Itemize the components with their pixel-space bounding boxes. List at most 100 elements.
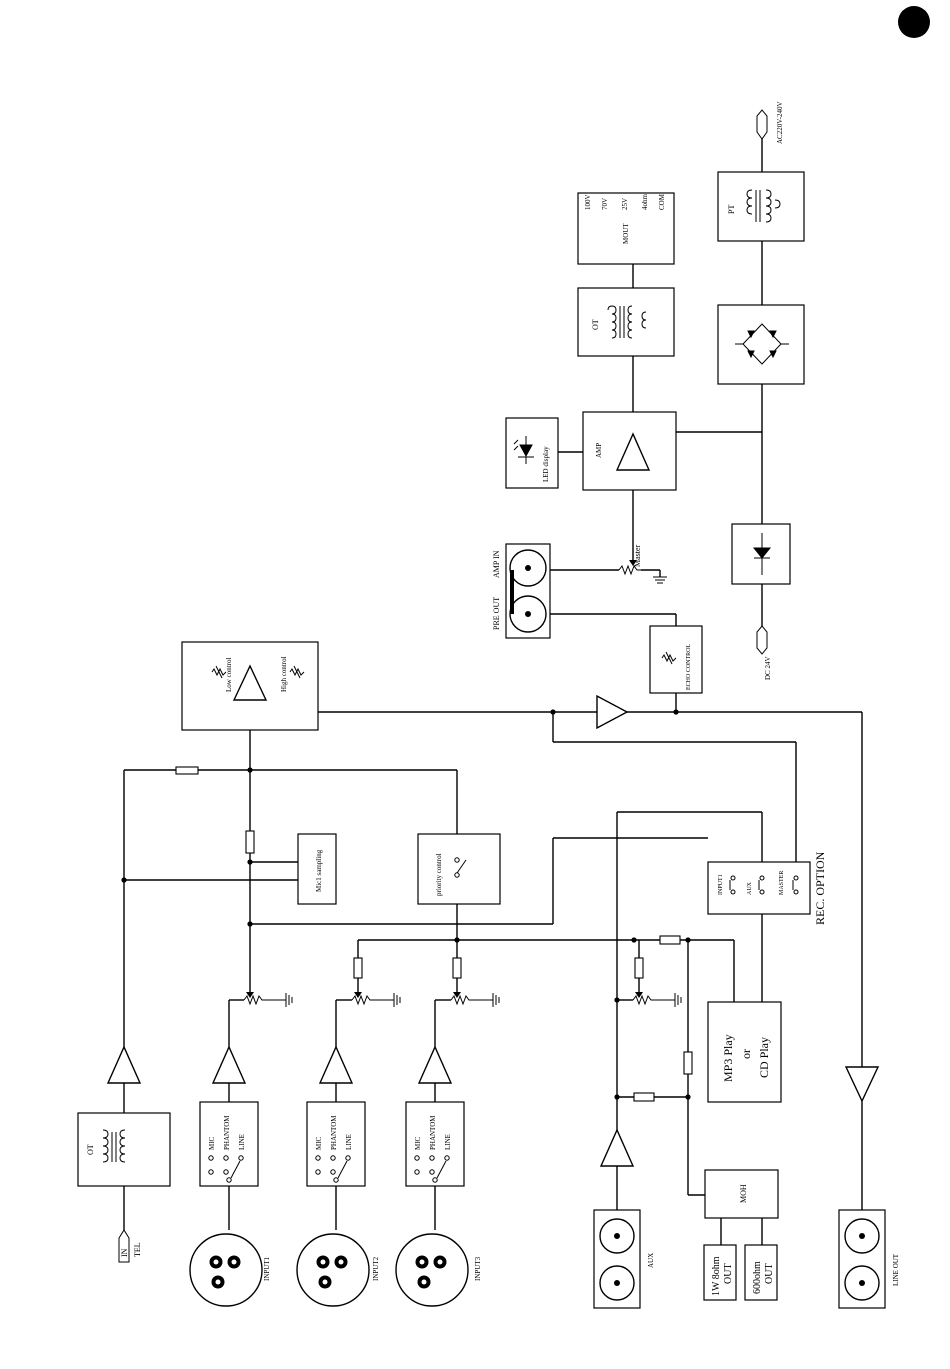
ot-label: OT xyxy=(591,319,600,330)
tap-com: COM xyxy=(658,193,666,210)
aux-label: AUX xyxy=(647,1253,655,1268)
resistor-aux xyxy=(634,957,644,979)
dc-diode-block xyxy=(731,523,791,585)
input1-phantom: PHANTOM xyxy=(223,1115,231,1150)
out-8ohm-line1: 1W 8ohm xyxy=(711,1256,722,1296)
amp-label: AMP xyxy=(595,443,603,458)
input2-mic: MIC xyxy=(315,1136,323,1150)
rec-aux-label: AUX xyxy=(747,881,753,895)
tel-ot-label: OT xyxy=(86,1144,95,1155)
line-out-label: LINE OUT xyxy=(892,1253,900,1286)
amp-in-label: AMP IN xyxy=(492,550,501,578)
tel-transformer-block: OT xyxy=(77,1112,171,1187)
xlr-input3: INPUT3 xyxy=(395,1233,482,1307)
rec-option-block: INPUT1 AUX MASTER REC. OPTION xyxy=(707,851,827,925)
xlr-input2: INPUT2 xyxy=(296,1233,380,1307)
input1-selector: MIC PHANTOM LINE xyxy=(199,1101,259,1187)
input3-label: INPUT3 xyxy=(474,1256,482,1281)
input3-line: LINE xyxy=(444,1134,452,1150)
input1-line: LINE xyxy=(238,1134,246,1150)
resistors xyxy=(175,766,693,1102)
input3-phantom: PHANTOM xyxy=(429,1115,437,1150)
led-display-label: LED display xyxy=(542,446,550,482)
pre-out-amp-in-jacks: PRE OUT AMP IN xyxy=(492,543,551,639)
tone-control-block: Low control High control xyxy=(181,641,319,731)
pot-input2 xyxy=(351,992,401,1007)
master-label: Master xyxy=(633,544,642,567)
tap-25v: 25V xyxy=(621,198,629,210)
pot-input3 xyxy=(450,992,500,1007)
pre-out-label: PRE OUT xyxy=(492,597,501,630)
page-marker-dot xyxy=(898,6,930,38)
pot-input1 xyxy=(243,990,293,1007)
input2-label: INPUT2 xyxy=(372,1256,380,1281)
amp-block: AMP xyxy=(582,411,677,491)
priority-control-label: priority control xyxy=(435,853,443,896)
amplifiers xyxy=(106,694,880,1167)
dc-label: DC 24V xyxy=(764,656,772,680)
out-8ohm-line2: OUT xyxy=(723,1263,734,1284)
amp-aux xyxy=(599,1128,635,1167)
low-control-label: Low control xyxy=(225,658,233,692)
aux-jacks: AUX xyxy=(593,1209,655,1309)
resistor-mic1 xyxy=(245,830,255,854)
input2-line: LINE xyxy=(345,1134,353,1150)
tel-in-label: IN xyxy=(120,1248,129,1257)
amp-input3 xyxy=(417,1045,453,1084)
rec-option-label: REC. OPTION xyxy=(813,851,827,925)
pt-block: PT xyxy=(717,171,805,242)
high-control-label: High control xyxy=(280,656,288,692)
rectifier-block xyxy=(717,304,805,385)
mp3-or-label: or xyxy=(739,1049,753,1059)
mic1-sampling-label: Mic1 sampling xyxy=(315,849,323,892)
mp3-label: MP3 Play xyxy=(721,1034,735,1082)
mp3-cd-block: MP3 Play or CD Play xyxy=(707,1001,782,1103)
resistor-input3 xyxy=(452,957,462,979)
input1-label: INPUT1 xyxy=(263,1256,271,1281)
dc-connector: DC 24V xyxy=(756,625,772,680)
mout-block: MOUT 100V 70V 25V 4ohm COM xyxy=(577,192,675,265)
amp-main xyxy=(596,694,629,730)
input3-selector: MIC PHANTOM LINE xyxy=(405,1101,465,1187)
input3-mic: MIC xyxy=(414,1136,422,1150)
mic1-sampling-block: Mic1 sampling xyxy=(297,833,337,905)
pt-label: PT xyxy=(727,205,736,214)
amp-input1 xyxy=(211,1045,247,1084)
rec-input1-label: INPUT1 xyxy=(718,874,724,895)
pot-aux xyxy=(632,992,682,1007)
amp-tel xyxy=(106,1045,142,1084)
tel-label: TEL xyxy=(133,1242,142,1257)
resistor-moh xyxy=(683,1051,693,1075)
moh-600ohm-out: 600ohm OUT xyxy=(744,1244,778,1301)
cd-label: CD Play xyxy=(757,1037,771,1078)
moh-8ohm-out: 1W 8ohm OUT xyxy=(703,1244,737,1301)
resistor-aux-bus xyxy=(659,935,681,945)
out-600ohm-line1: 600ohm xyxy=(752,1261,763,1294)
input2-phantom: PHANTOM xyxy=(330,1115,338,1150)
moh-block: MOH xyxy=(704,1169,779,1219)
moh-label: MOH xyxy=(739,1184,748,1203)
amp-line-out xyxy=(844,1066,880,1103)
echo-control-block: ECHO CONTROL xyxy=(649,625,703,694)
ac-connector: AC220V-240V xyxy=(756,101,784,144)
resistor-input2 xyxy=(353,957,363,979)
input1-mic: MIC xyxy=(208,1136,216,1150)
priority-control-block: priority control xyxy=(417,833,501,905)
rec-master-label: MASTER xyxy=(779,871,785,895)
tap-4ohm: 4ohm xyxy=(641,194,649,211)
tap-100v: 100V xyxy=(584,194,592,210)
tap-70v: 70V xyxy=(601,198,609,210)
out-600ohm-line2: OUT xyxy=(764,1263,775,1284)
ot-block: OT xyxy=(577,287,675,357)
mout-label: MOUT xyxy=(622,223,630,244)
input2-selector: MIC PHANTOM LINE xyxy=(306,1101,366,1187)
volume-pots: Master xyxy=(243,544,682,1007)
pot-master: Master xyxy=(618,544,667,584)
echo-control-label: ECHO CONTROL xyxy=(686,643,692,690)
tel-terminal: IN TEL xyxy=(118,1229,142,1263)
line-out-jacks: LINE OUT xyxy=(838,1209,900,1309)
amp-input2 xyxy=(318,1045,354,1084)
led-display-block: LED display xyxy=(505,417,559,489)
xlr-input1: INPUT1 xyxy=(189,1233,271,1307)
